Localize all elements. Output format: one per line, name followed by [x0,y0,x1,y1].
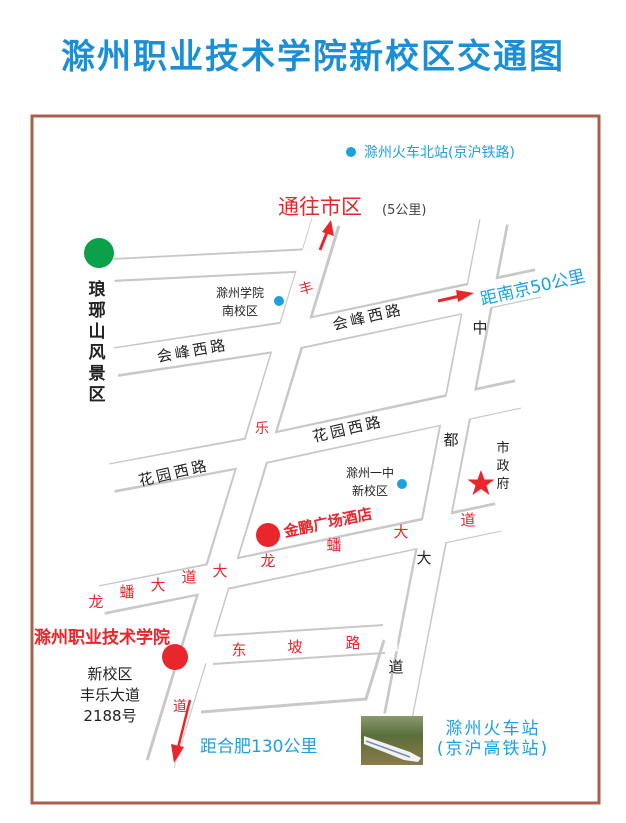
svg-text:大: 大 [416,549,431,567]
school-dot [162,644,188,670]
svg-text:滁州学院: 滁州学院 [216,285,264,300]
star-icon [467,470,495,495]
north-station-dot [346,147,356,157]
svg-text:(京沪高铁站): (京沪高铁站) [437,739,549,759]
south-campus-dot [274,296,284,306]
road-label-feng: 丰 [297,279,315,298]
block-edge [200,639,386,714]
svg-text:路: 路 [345,634,360,652]
svg-text:大: 大 [212,562,227,580]
langya-label: 琅 琊 山 风 景 区 [89,279,106,405]
svg-text:中: 中 [472,319,487,337]
svg-text:东: 东 [231,641,246,659]
svg-text:市: 市 [496,440,509,456]
road-label-dongpo: 东 坡 路 [231,634,360,659]
svg-text:道: 道 [388,658,403,676]
school-label: 滁州职业技术学院 [34,627,170,648]
svg-text:滁州火车站: 滁州火车站 [446,719,541,739]
road-label-le: 乐 [255,421,269,437]
svg-text:新校区: 新校区 [352,483,388,498]
svg-text:山: 山 [89,322,106,342]
train-photo [361,716,423,765]
school-address: 新校区 丰乐大道 2188号 [80,665,140,725]
road-label-zhongdu: 中 都 大 道 [388,319,487,676]
svg-text:坡: 坡 [287,638,302,656]
svg-text:蟠: 蟠 [119,583,134,601]
government-label: 市 政 府 [496,440,509,492]
svg-text:大: 大 [150,576,165,594]
no1-middle-dot [397,479,407,489]
south-campus-label: 滁州学院 南校区 [216,285,264,318]
north-station-label: 滁州火车北站(京沪铁路) [364,144,515,161]
to-city-distance: (5公里) [382,203,426,218]
svg-text:琅: 琅 [89,279,106,300]
station-label: 滁州火车站 (京沪高铁站) [437,719,549,759]
svg-text:道: 道 [460,511,475,529]
svg-text:2188号: 2188号 [83,707,136,725]
svg-text:龙: 龙 [88,593,103,611]
langya-dot [84,238,114,268]
svg-text:丰乐大道: 丰乐大道 [80,686,140,704]
to-hefei-label: 距合肥130公里 [200,737,317,757]
arrow-up-icon [318,220,334,251]
svg-text:风: 风 [89,343,106,363]
svg-text:龙: 龙 [260,552,275,570]
svg-text:都: 都 [443,431,458,449]
svg-text:景: 景 [89,364,106,384]
map-title: 滁州职业技术学院新校区交通图 [61,37,565,77]
svg-text:新校区: 新校区 [87,665,132,683]
no1-middle-label: 滁州一中 新校区 [346,465,394,498]
svg-text:大: 大 [393,523,408,541]
svg-text:琊: 琊 [89,301,106,321]
arrow-right-icon [437,290,474,303]
roads [82,201,558,785]
road-label-longpan: 龙 蟠 大 道 大 龙 蟠 大 道 [88,511,475,611]
svg-text:府: 府 [496,477,509,492]
hotel-dot [256,523,280,547]
svg-text:道: 道 [181,568,196,586]
svg-text:区: 区 [89,385,106,405]
road-label-dao: 道 [173,699,187,715]
to-city-label: 通往市区 [278,195,362,219]
arrow-down-icon [171,699,192,763]
svg-text:南校区: 南校区 [222,303,258,318]
svg-text:滁州一中: 滁州一中 [346,465,394,480]
svg-text:政: 政 [496,459,509,474]
svg-text:蟠: 蟠 [326,536,341,554]
